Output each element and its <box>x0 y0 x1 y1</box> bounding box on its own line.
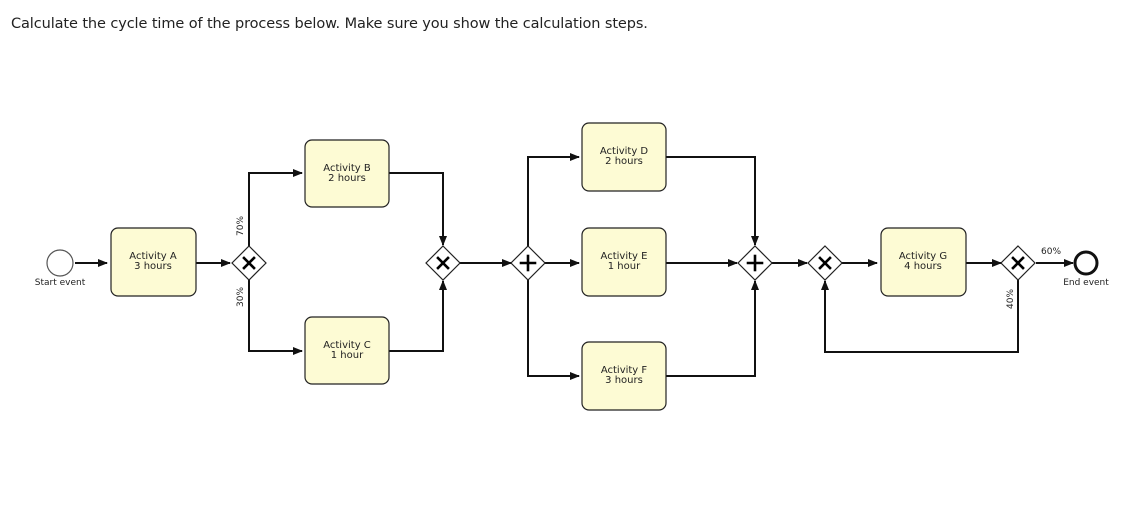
and-join-gateway[interactable] <box>737 245 773 281</box>
activity-a[interactable]: Activity A 3 hours <box>110 227 197 297</box>
activity-e[interactable]: Activity E 1 hour <box>581 227 667 297</box>
activity-a-duration: 3 hours <box>134 261 172 272</box>
activity-f-name: Activity F <box>601 365 648 376</box>
activity-g[interactable]: Activity G 4 hours <box>880 227 967 297</box>
question-text: Calculate the cycle time of the process … <box>11 16 648 32</box>
activity-e-duration: 1 hour <box>608 261 641 272</box>
probability-30-label: 30% <box>236 287 246 307</box>
start-event[interactable] <box>46 249 74 277</box>
activity-g-name: Activity G <box>899 251 947 262</box>
activity-c-duration: 1 hour <box>331 350 364 361</box>
activity-b-duration: 2 hours <box>328 173 366 184</box>
probability-60-label: 60% <box>1041 247 1061 257</box>
activity-g-duration: 4 hours <box>904 261 942 272</box>
activity-b[interactable]: Activity B 2 hours <box>304 139 390 208</box>
activity-c[interactable]: Activity C 1 hour <box>304 316 390 385</box>
activity-e-name: Activity E <box>601 251 648 262</box>
activity-b-name: Activity B <box>323 163 371 174</box>
end-event-label: End event <box>1063 278 1109 288</box>
probability-70-label: 70% <box>236 216 246 236</box>
activity-f[interactable]: Activity F 3 hours <box>581 341 667 411</box>
xor-loop-split-gateway[interactable] <box>1000 245 1036 281</box>
probability-40-label: 40% <box>1006 289 1016 309</box>
end-event[interactable] <box>1073 250 1099 276</box>
activity-f-duration: 3 hours <box>605 375 643 386</box>
start-event-label: Start event <box>35 278 86 288</box>
and-split-gateway[interactable] <box>510 245 546 281</box>
sequence-flows <box>75 153 1074 380</box>
xor-loop-merge-gateway[interactable] <box>807 245 843 281</box>
activity-a-name: Activity A <box>129 251 177 262</box>
xor-split-gateway[interactable] <box>231 245 267 281</box>
activity-d[interactable]: Activity D 2 hours <box>581 122 667 192</box>
xor-join-gateway[interactable] <box>425 245 461 281</box>
activity-c-name: Activity C <box>323 340 371 351</box>
activity-d-name: Activity D <box>600 146 649 157</box>
activity-d-duration: 2 hours <box>605 156 643 167</box>
